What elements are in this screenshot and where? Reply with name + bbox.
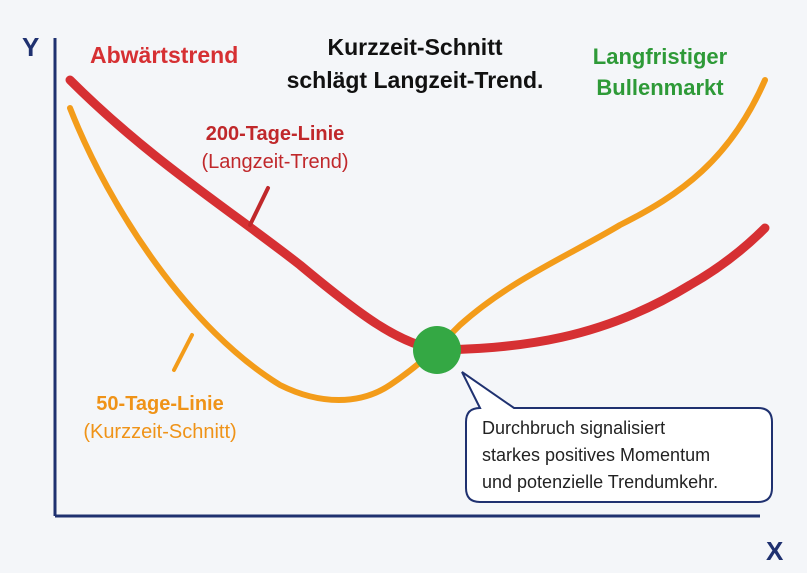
crossover-point: [413, 326, 461, 374]
short-line-title: 50-Tage-Linie: [96, 393, 223, 415]
long-line-pointer: [248, 186, 270, 227]
headline-line-2: schlägt Langzeit-Trend.: [287, 67, 544, 93]
long-term-line: [65, 75, 770, 355]
long-line-subtitle: (Langzeit-Trend): [201, 151, 348, 173]
x-axis-label: X: [766, 536, 784, 566]
headline-line-1: Kurzzeit-Schnitt: [327, 34, 502, 60]
y-axis-label: Y: [22, 32, 39, 62]
short-line-subtitle: (Kurzzeit-Schnitt): [83, 421, 236, 443]
downtrend-label: Abwärtstrend: [90, 42, 238, 68]
short-line-pointer: [172, 333, 194, 372]
callout-bubble: [461, 371, 773, 503]
callout-line-2: starkes positives Momentum: [482, 445, 710, 465]
callout-line-1: Durchbruch signalisiert: [482, 418, 665, 438]
bull-market-line-2: Bullenmarkt: [596, 75, 724, 100]
long-line-title: 200-Tage-Linie: [206, 123, 345, 145]
callout-line-3: und potenzielle Trendumkehr.: [482, 472, 718, 492]
bull-market-line-1: Langfristiger: [593, 44, 728, 69]
